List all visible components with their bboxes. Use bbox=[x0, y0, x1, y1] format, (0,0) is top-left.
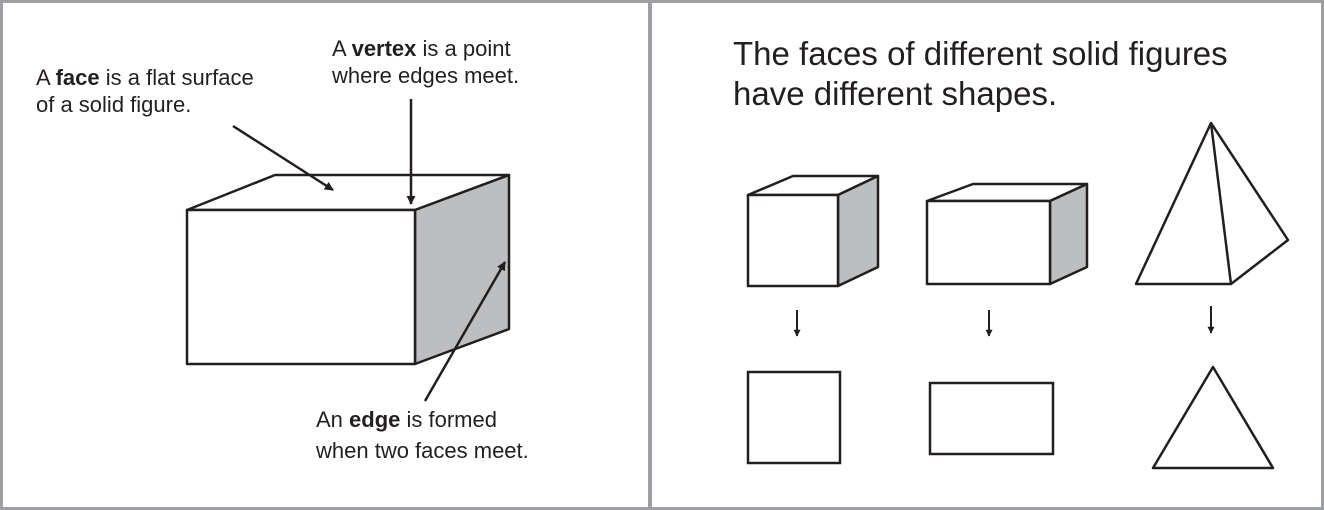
title-line1: The faces of different solid figures bbox=[733, 35, 1228, 72]
face-term: face bbox=[55, 65, 100, 90]
rectangular-prism bbox=[185, 173, 511, 366]
face-note-line2: of a solid figure. bbox=[36, 92, 192, 117]
cube-side-face bbox=[836, 174, 880, 288]
edge-term: edge bbox=[349, 407, 401, 432]
edge-note-line1: An edge is formed bbox=[316, 407, 497, 432]
title-line2: have different shapes. bbox=[733, 75, 1058, 112]
triangle-face bbox=[1151, 365, 1275, 470]
vertex-term: vertex bbox=[351, 36, 417, 61]
face-arrow bbox=[232, 124, 334, 192]
small-prism-side-face bbox=[1048, 182, 1089, 286]
rectangle-face bbox=[928, 381, 1055, 456]
vertex-note-line1: A vertex is a point bbox=[332, 36, 511, 61]
small-prism-front-face bbox=[925, 199, 1052, 286]
edge-note: An edge is formed when two faces meet. bbox=[316, 404, 529, 466]
cube-front-face bbox=[746, 193, 840, 288]
pyramid-outline bbox=[1134, 121, 1290, 286]
small-prism bbox=[925, 182, 1089, 286]
panel-title: The faces of different solid figures hav… bbox=[733, 34, 1228, 114]
edge-arrow bbox=[423, 261, 507, 402]
pyramid-inner-edge bbox=[1209, 122, 1233, 285]
square-face bbox=[746, 370, 842, 465]
pyramid bbox=[1134, 121, 1290, 286]
edge-note-line2: when two faces meet. bbox=[316, 438, 529, 463]
vertex-note: A vertex is a point where edges meet. bbox=[332, 35, 519, 89]
face-note-line1: A face is a flat surface bbox=[36, 65, 254, 90]
prism-front-face bbox=[185, 208, 417, 366]
face-note: A face is a flat surface of a solid figu… bbox=[36, 64, 254, 118]
vertex-note-line2: where edges meet. bbox=[332, 63, 520, 88]
cube bbox=[746, 174, 880, 288]
